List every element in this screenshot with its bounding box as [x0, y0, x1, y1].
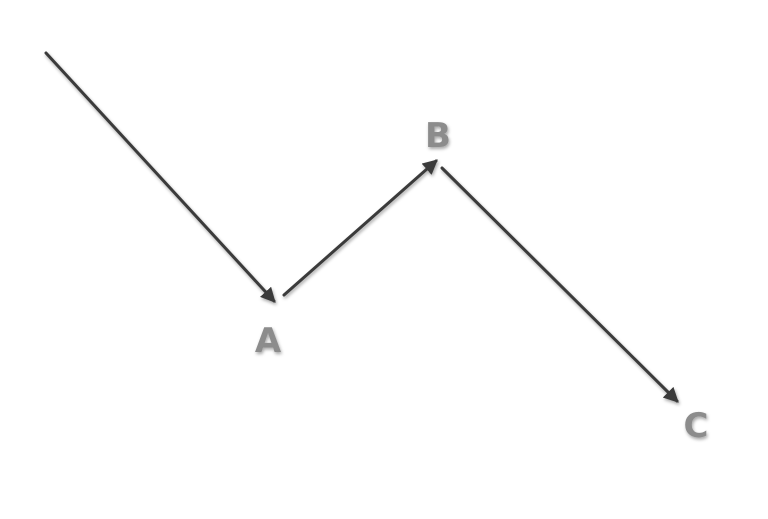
point-label-a: A: [255, 321, 282, 361]
arrow-a-to-b: [282, 159, 438, 297]
point-label-b: B: [425, 116, 451, 156]
point-label-c: C: [684, 406, 709, 446]
arrow-start-to-a: [44, 51, 276, 303]
arrow-b-to-c: [440, 166, 679, 403]
